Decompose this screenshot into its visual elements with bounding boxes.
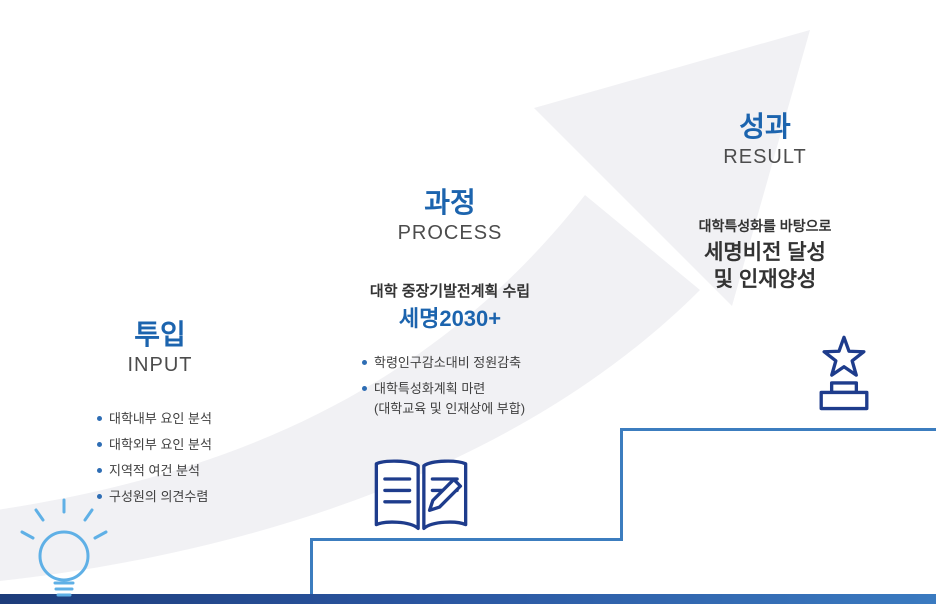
bullet-dot-icon: [362, 386, 367, 391]
bullet-dot-icon: [97, 442, 102, 447]
result-subtitle: RESULT: [723, 146, 807, 168]
list-item: 대학외부 요인 분석: [97, 436, 212, 453]
input-item-label: 지역적 여건 분석: [109, 463, 200, 478]
list-item: 지역적 여건 분석: [97, 462, 212, 479]
input-section-header: 투입 INPUT: [40, 318, 280, 378]
process-title: 과정: [424, 187, 476, 218]
result-goal-block: 대학특성화를 바탕으로 세명비전 달성 및 인재양성: [635, 216, 895, 293]
list-item: 대학내부 요인 분석: [97, 410, 212, 427]
plan-name: 세명2030+: [398, 306, 502, 331]
bullet-dot-icon: [362, 360, 367, 365]
process-item-note: (대학교육 및 인재상에 부합): [374, 401, 526, 416]
result-title: 성과: [739, 111, 791, 142]
bullet-dot-icon: [97, 416, 102, 421]
process-plan-block: 대학 중장기발전계획 수립 세명2030+: [300, 282, 600, 333]
bullet-dot-icon: [97, 468, 102, 473]
star-trophy-icon: [819, 335, 869, 411]
result-section-header: 성과 RESULT: [645, 110, 885, 170]
process-item-list: 학령인구감소대비 정원감축 대학특성화계획 마련 (대학교육 및 인재상에 부합…: [362, 354, 525, 426]
process-section-header: 과정 PROCESS: [330, 186, 570, 246]
input-item-label: 대학내부 요인 분석: [109, 411, 212, 426]
input-item-label: 구성원의 의견수렴: [109, 489, 209, 504]
result-goal-lines: 세명비전 달성 및 인재양성: [635, 239, 895, 293]
process-subtitle: PROCESS: [397, 222, 503, 244]
list-item: 학령인구감소대비 정원감축: [362, 354, 525, 371]
stair-riser-1: [310, 538, 313, 596]
stair-tread-2: [620, 428, 936, 431]
input-subtitle: INPUT: [127, 354, 193, 376]
stair-tread-1: [310, 538, 623, 541]
list-item: 대학특성화계획 마련 (대학교육 및 인재상에 부합): [362, 380, 525, 417]
open-book-pencil-icon: [374, 459, 468, 531]
lightbulb-icon: [20, 498, 108, 597]
plan-label: 대학 중장기발전계획 수립: [369, 283, 531, 300]
input-title: 투입: [134, 319, 186, 350]
process-item-label: 대학특성화계획 마련: [374, 381, 486, 396]
input-item-label: 대학외부 요인 분석: [109, 437, 212, 452]
result-goal-line1: 세명비전 달성: [704, 241, 826, 264]
input-item-list: 대학내부 요인 분석 대학외부 요인 분석 지역적 여건 분석 구성원의 의견수…: [97, 410, 212, 514]
baseline-bar: [0, 594, 936, 604]
stair-riser-2: [620, 428, 623, 541]
list-item: 구성원의 의견수렴: [97, 488, 212, 505]
bullet-dot-icon: [97, 494, 102, 499]
process-item-label: 학령인구감소대비 정원감축: [374, 355, 522, 370]
result-lead: 대학특성화를 바탕으로: [698, 218, 832, 234]
result-goal-line2: 및 인재양성: [713, 268, 817, 291]
